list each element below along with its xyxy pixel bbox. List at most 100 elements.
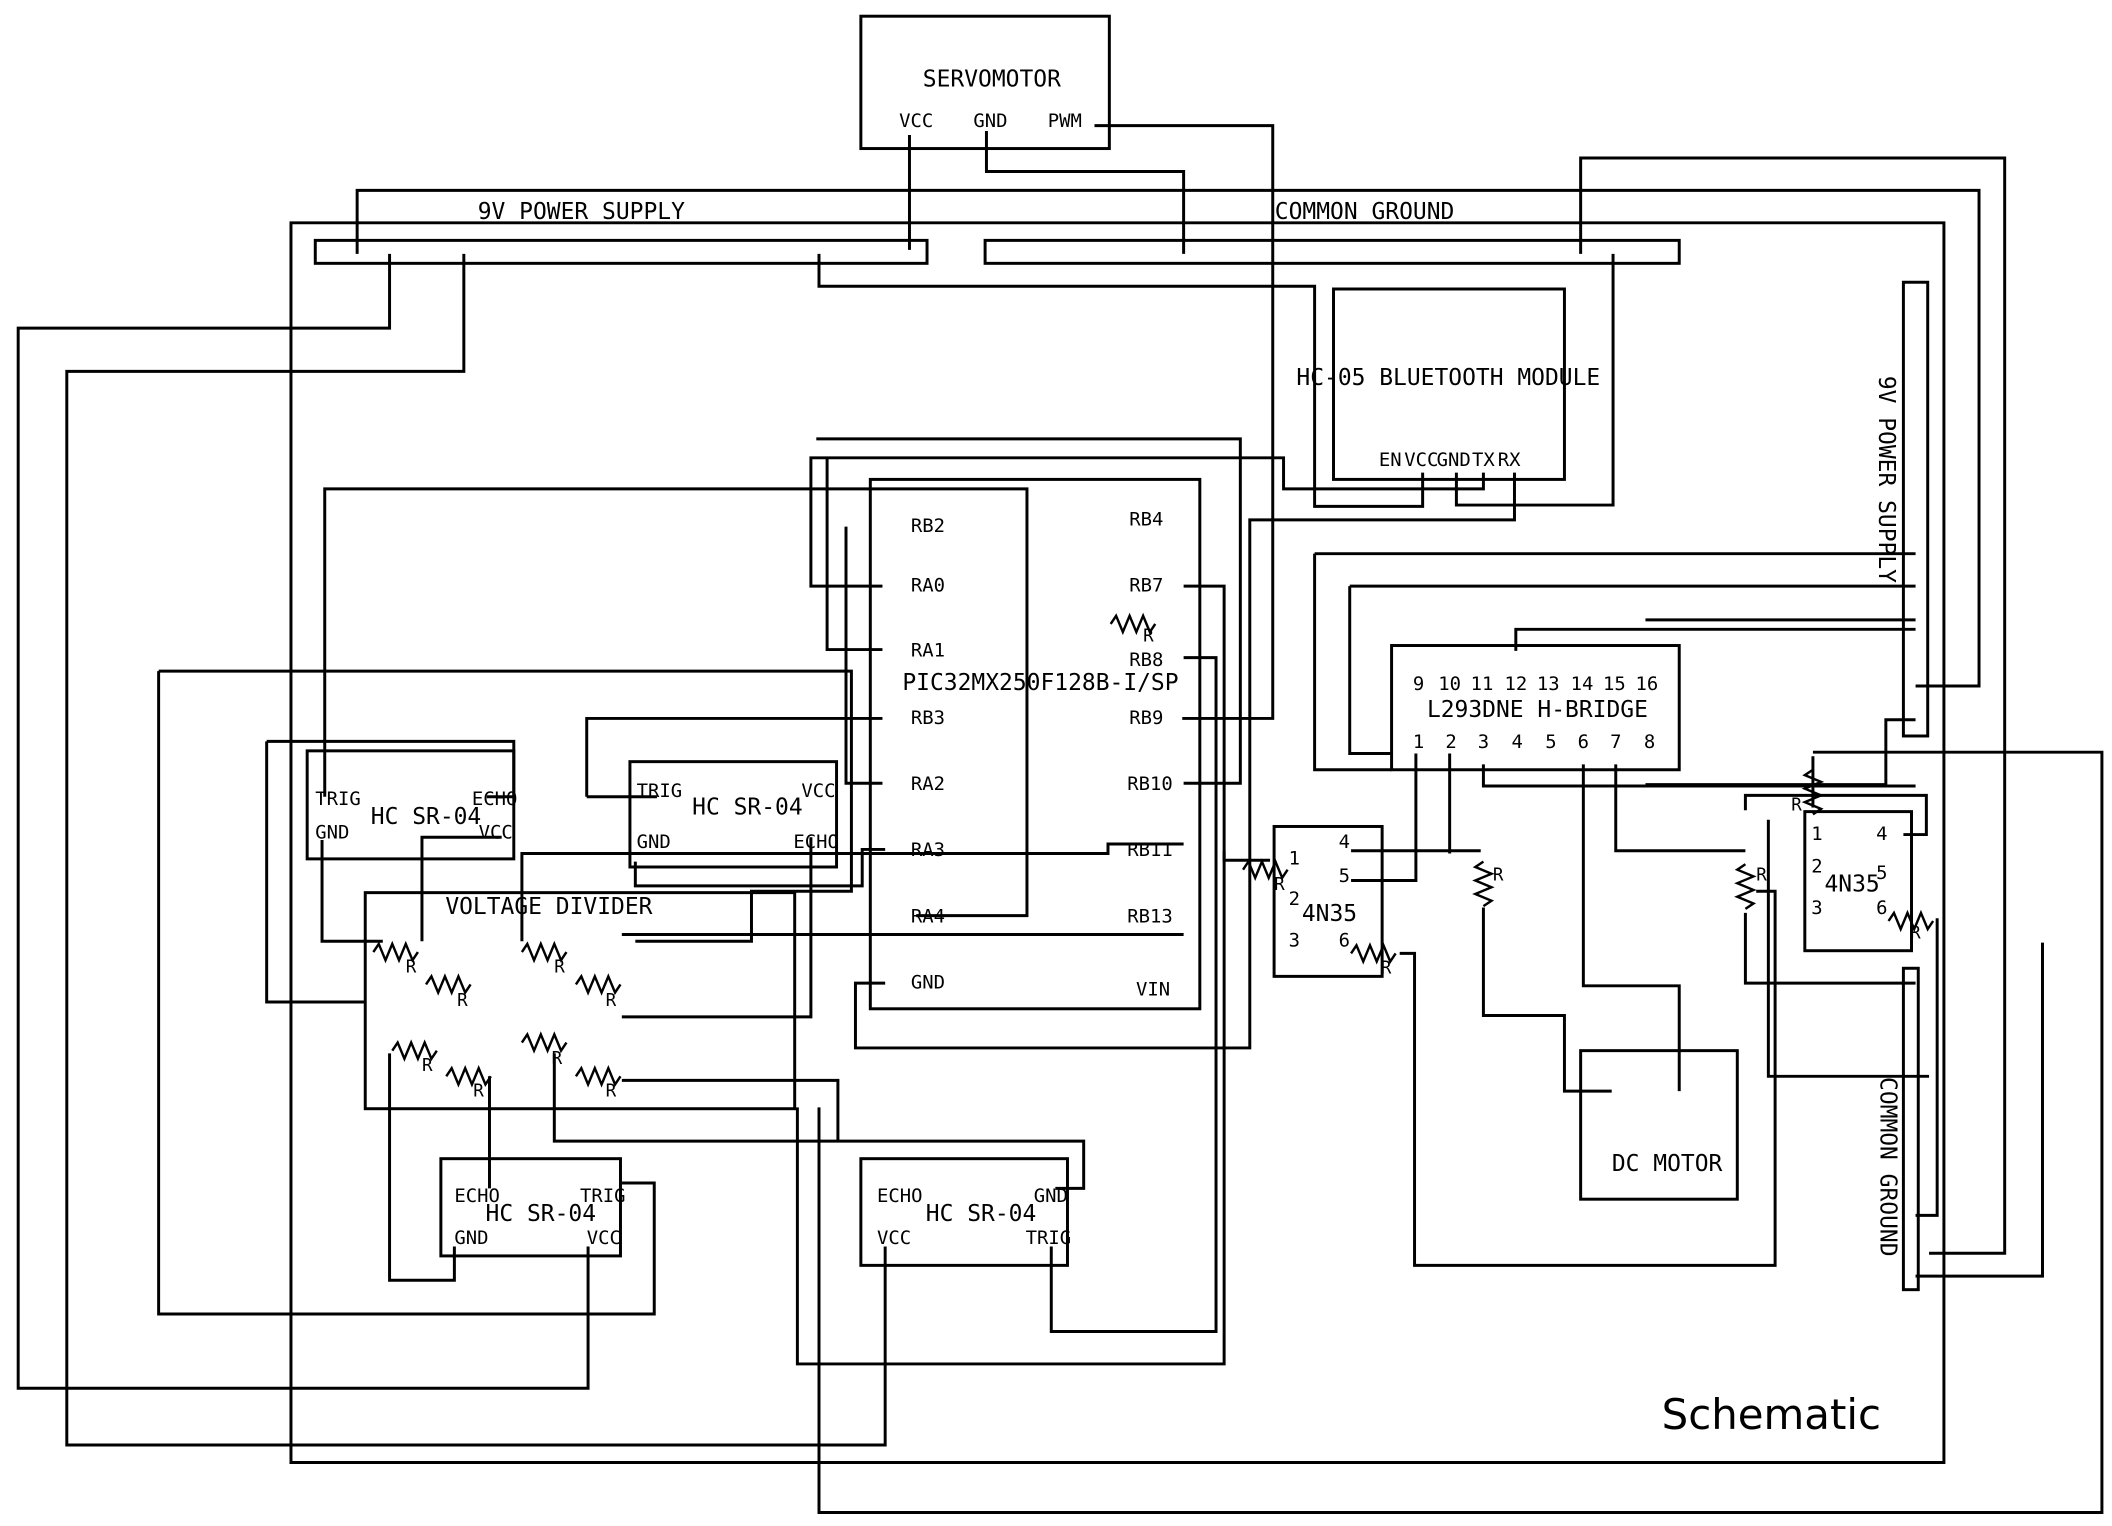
resistor-vd-5 <box>391 1039 438 1062</box>
resistor-opto-1-out <box>1350 942 1397 965</box>
resistor-opto-2-b <box>1801 768 1825 816</box>
sensor-2-pin-vcc: VCC <box>801 780 835 802</box>
sensor-4-pin-gnd: GND <box>1034 1185 1068 1207</box>
resistor-label: R <box>1274 875 1285 895</box>
h-bridge-pin-6: 6 <box>1578 731 1589 753</box>
ultrasonic-sensor-2: HC SR-04 TRIG VCC GND ECHO <box>628 760 839 869</box>
servo-pin-pwm: PWM <box>1048 110 1082 132</box>
sensor-4-title: HC SR-04 <box>926 1201 1036 1227</box>
sensor-3-pin-gnd: GND <box>454 1227 488 1249</box>
pic-title: PIC32MX250F128B-I/SP <box>902 670 1178 696</box>
resistor-vd-3 <box>520 940 568 964</box>
resistor-label: R <box>1910 924 1921 944</box>
sensor-1-pin-echo: ECHO <box>472 788 517 810</box>
sensor-4-pin-vcc: VCC <box>877 1227 911 1249</box>
resistor-opto-1-in <box>1242 858 1289 881</box>
opto-1-pin-4: 4 <box>1339 831 1350 853</box>
sensor-2-pin-trig: TRIG <box>637 780 683 802</box>
bluetooth-title: HC-05 BLUETOOTH MODULE <box>1296 365 1600 391</box>
h-bridge-pin-13: 13 <box>1537 673 1560 695</box>
pic-pin-vin: VIN <box>1136 978 1170 1000</box>
resistor-label: R <box>552 1049 563 1069</box>
dc-motor: DC MOTOR <box>1579 1049 1739 1201</box>
resistor-vd-6 <box>445 1065 492 1088</box>
resistor-label: R <box>406 957 417 977</box>
resistor-vd-2 <box>425 973 472 996</box>
h-bridge-title: L293DNE H-BRIDGE <box>1427 697 1648 723</box>
optocoupler-2: 4N35 1 2 3 4 5 6 <box>1803 810 1913 953</box>
servo-pin-vcc: VCC <box>899 110 933 132</box>
power-rail-top: 9V POWER SUPPLY <box>313 199 929 265</box>
sensor-1-title: HC SR-04 <box>371 804 481 830</box>
opto-1-pin-3: 3 <box>1289 930 1300 952</box>
h-bridge-pin-8: 8 <box>1644 731 1655 753</box>
h-bridge-pin-15: 15 <box>1603 673 1626 695</box>
opto-1-pin-6: 6 <box>1339 930 1350 952</box>
power-rail-right-title: 9V POWER SUPPLY <box>1873 376 1899 583</box>
pic-pin-gnd: GND <box>911 972 945 994</box>
sensor-1-pin-trig: TRIG <box>315 788 361 810</box>
opto-1-pin-1: 1 <box>1289 847 1300 869</box>
h-bridge-pin-14: 14 <box>1571 673 1594 695</box>
resistor-vd-4 <box>574 973 622 996</box>
resistor-label: R <box>1493 865 1504 885</box>
resistor-label: R <box>1791 795 1802 815</box>
h-bridge: L293DNE H-BRIDGE 9 10 11 12 13 14 15 16 … <box>1390 644 1681 772</box>
resistor-vd-8 <box>574 1065 622 1088</box>
sensor-1-pin-vcc: VCC <box>479 822 513 844</box>
servo-pin-gnd: GND <box>973 110 1007 132</box>
pic-pin-rb4: RB4 <box>1129 508 1163 530</box>
power-rail-right: 9V POWER SUPPLY <box>1873 280 1930 738</box>
resistor-opto-2-a <box>1734 863 1757 910</box>
sensor-4-pin-echo: ECHO <box>877 1185 923 1207</box>
resistor-opto-2-c <box>1887 909 1935 933</box>
resistor-label: R <box>457 991 468 1011</box>
bluetooth-module: HC-05 BLUETOOTH MODULE EN VCC GND TX RX <box>1296 287 1600 481</box>
sensor-3-title: HC SR-04 <box>486 1201 596 1227</box>
pic-pin-rb7: RB7 <box>1129 574 1163 596</box>
pic-pin-ra3: RA3 <box>911 839 945 861</box>
h-bridge-pin-2: 2 <box>1445 731 1456 753</box>
voltage-divider-title: VOLTAGE DIVIDER <box>445 894 652 920</box>
sensor-2-title: HC SR-04 <box>692 794 802 820</box>
opto-2-pin-3: 3 <box>1811 897 1822 919</box>
dc-motor-title: DC MOTOR <box>1612 1151 1723 1177</box>
h-bridge-pin-7: 7 <box>1610 731 1621 753</box>
ultrasonic-sensor-4: HC SR-04 ECHO GND VCC TRIG <box>859 1157 1072 1267</box>
schematic-caption: Schematic <box>1662 1390 1881 1439</box>
wires <box>16 124 2104 1514</box>
pic-microcontroller: PIC32MX250F128B-I/SP RB2 RA0 RA1 RB3 RA2… <box>868 477 1202 1011</box>
resistor-vd-7 <box>520 1031 568 1054</box>
resistor-vd-1 <box>372 940 419 964</box>
bluetooth-pin-gnd: GND <box>1437 449 1471 471</box>
opto-2-pin-5: 5 <box>1876 862 1887 884</box>
sensor-4-pin-trig: TRIG <box>1026 1227 1072 1249</box>
resistor-h-bridge <box>1472 860 1495 908</box>
h-bridge-pin-5: 5 <box>1545 731 1556 753</box>
sensor-1-pin-gnd: GND <box>315 822 349 844</box>
pic-pin-rb2: RB2 <box>911 515 945 537</box>
opto-2-pin-4: 4 <box>1876 823 1887 845</box>
resistor-label: R <box>1381 959 1392 979</box>
h-bridge-pin-3: 3 <box>1478 731 1489 753</box>
opto-2-pin-6: 6 <box>1876 897 1887 919</box>
sensor-3-pin-vcc: VCC <box>587 1227 621 1249</box>
optocoupler-1-title: 4N35 <box>1302 901 1357 927</box>
pic-pin-rb10: RB10 <box>1127 773 1173 795</box>
bluetooth-pin-rx: RX <box>1498 449 1521 471</box>
resistor-label: R <box>473 1082 484 1102</box>
pic-pin-rb11: RB11 <box>1127 839 1173 861</box>
pic-pin-ra0: RA0 <box>911 574 945 596</box>
resistor-label: R <box>1756 865 1767 885</box>
ground-rail-right-title: COMMON GROUND <box>1874 1077 1900 1257</box>
ground-rail-top-title: COMMON GROUND <box>1275 199 1455 225</box>
ground-rail-right: COMMON GROUND <box>1874 966 1920 1292</box>
voltage-divider: VOLTAGE DIVIDER <box>363 891 797 1111</box>
optocoupler-2-title: 4N35 <box>1824 871 1879 897</box>
resistors: R R R R R R R R R R R R R R R <box>372 612 1935 1102</box>
pic-pin-rb9: RB9 <box>1129 707 1163 729</box>
ground-rail-top: COMMON GROUND <box>983 199 1681 265</box>
h-bridge-pin-11: 11 <box>1471 673 1494 695</box>
h-bridge-pin-9: 9 <box>1413 673 1424 695</box>
servomotor: SERVOMOTOR VCC GND PWM <box>859 14 1111 151</box>
